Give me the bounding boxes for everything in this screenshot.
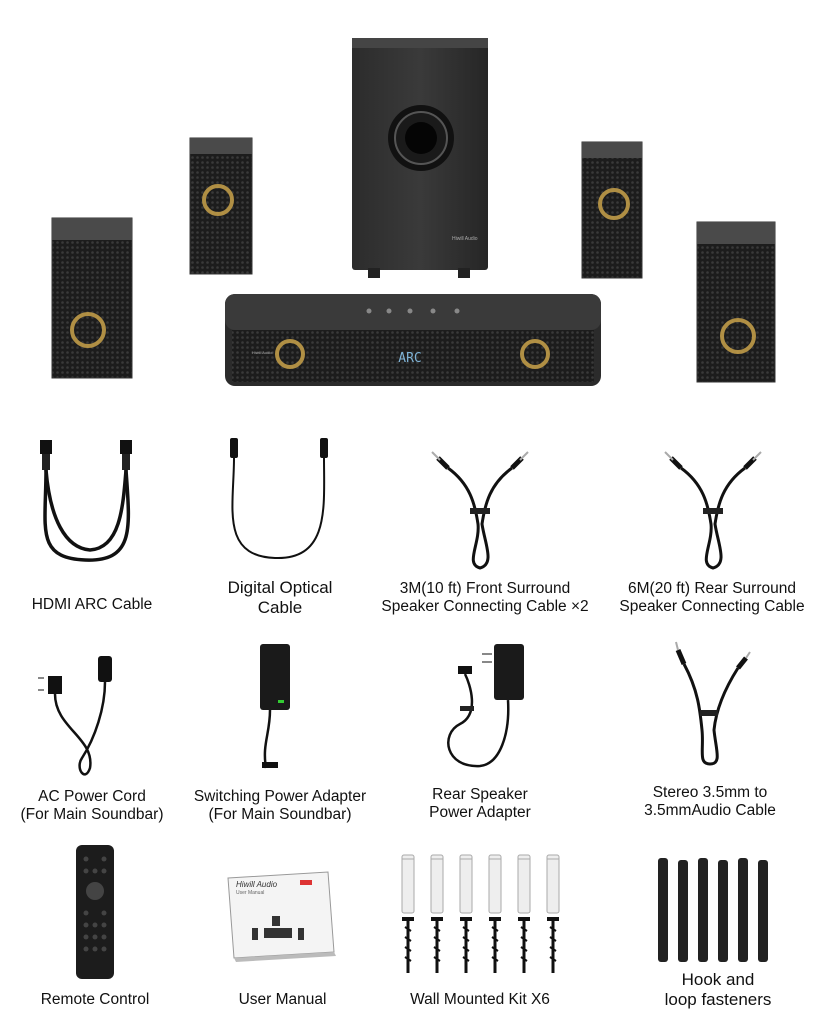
soundbar: ARC Hiwill Audio xyxy=(225,294,601,386)
front-surround-cable-image xyxy=(431,451,529,570)
label-manual: User Manual xyxy=(238,991,327,1008)
rear-right-speaker xyxy=(581,141,643,279)
front-right-speaker xyxy=(696,221,776,383)
switching-adapter-image xyxy=(260,644,290,769)
subwoofer: Hiwill Audio xyxy=(352,38,488,278)
stereo-cable-image xyxy=(675,641,751,766)
rear-left-speaker xyxy=(189,137,253,275)
manual-subtitle: User Manual xyxy=(236,890,265,896)
soundbar-brand: Hiwill Audio xyxy=(252,350,273,355)
front-left-speaker xyxy=(51,217,133,379)
remote-control-image xyxy=(76,845,114,979)
label-remote: Remote Control xyxy=(40,991,150,1008)
label-switching-adapter: Switching Power Adapter(For Main Soundba… xyxy=(193,788,367,823)
wall-mount-kit-image xyxy=(401,853,561,975)
optical-cable-image xyxy=(230,438,328,560)
soundbar-display: ARC xyxy=(398,351,421,366)
user-manual-image: Hiwill Audio User Manual xyxy=(227,871,336,962)
manual-brand: Hiwill Audio xyxy=(236,880,278,889)
hdmi-cable-image xyxy=(40,440,132,562)
rear-surround-cable-image xyxy=(664,451,762,570)
hook-loop-fasteners-image xyxy=(658,858,768,962)
label-wall-kit: Wall Mounted Kit X6 xyxy=(410,991,550,1008)
label-hdmi: HDMI ARC Cable xyxy=(31,596,153,613)
speaker-system-illustration: Hiwill Audio ARC Hiwill Audio xyxy=(51,38,776,386)
ac-power-cord-image xyxy=(38,656,112,776)
subwoofer-brand: Hiwill Audio xyxy=(452,236,478,242)
rear-adapter-image xyxy=(447,644,524,768)
label-ac-cord: AC Power Cord(For Main Soundbar) xyxy=(20,788,164,823)
